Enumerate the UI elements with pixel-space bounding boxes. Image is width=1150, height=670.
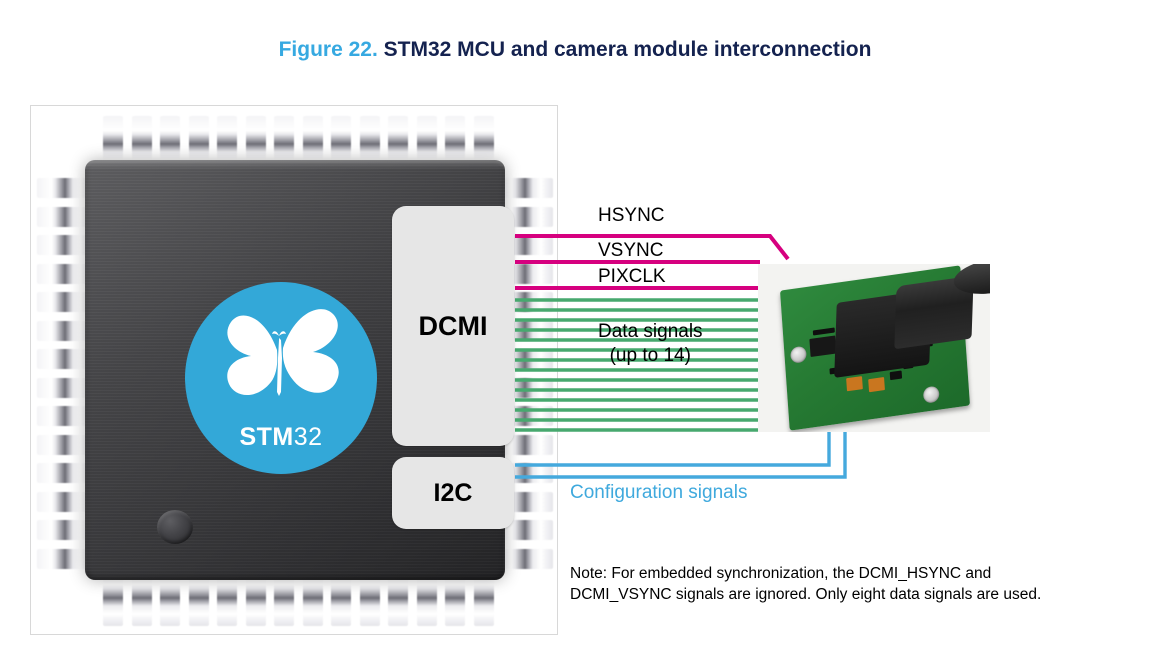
data-signal-wires — [515, 298, 759, 432]
page-title: Figure 22. STM32 MCU and camera module i… — [0, 38, 1150, 62]
camera-module-photo — [758, 264, 990, 432]
pixclk-label: PIXCLK — [598, 266, 666, 287]
dcmi-peripheral-block[interactable]: DCMI — [392, 206, 514, 446]
pcb-mount-hole — [789, 345, 807, 364]
camera-lens-housing — [834, 264, 990, 378]
stm32-wordmark: STM32 — [239, 423, 322, 452]
pcb-capacitor — [868, 377, 885, 393]
note-line-2: DCMI_VSYNC signals are ignored. Only eig… — [570, 586, 1042, 603]
data-signals-label-line2: (up to 14) — [609, 345, 691, 366]
pin1-dimple — [157, 510, 193, 544]
i2c-peripheral-block[interactable]: I2C — [392, 457, 514, 529]
butterfly-icon — [227, 309, 339, 396]
config-signals-label: Configuration signals — [570, 482, 748, 503]
camera-lens-ring — [953, 264, 990, 299]
pcb-component — [889, 370, 903, 381]
config-signal-wires — [515, 431, 847, 479]
note-line-1: Note: For embedded synchronization, the … — [570, 565, 992, 582]
mcu-pins-bottom — [103, 570, 502, 626]
data-signals-label: Data signals (up to 14) — [598, 320, 703, 368]
pcb-ic — [809, 335, 837, 358]
stm32-wordmark-light: 32 — [293, 423, 323, 451]
mcu-pins-left — [37, 178, 93, 577]
wire-hsync — [515, 234, 790, 261]
vsync-label: VSYNC — [598, 240, 664, 261]
pcb-capacitor — [846, 376, 863, 392]
hsync-label: HSYNC — [598, 205, 665, 226]
data-signals-label-line1: Data signals — [598, 321, 703, 342]
pcb-component — [812, 327, 835, 336]
camera-lens-barrel — [894, 264, 990, 350]
mcu-pins-top — [103, 116, 502, 172]
pcb-mount-hole — [922, 385, 940, 404]
note-text: Note: For embedded synchronization, the … — [570, 563, 1130, 605]
dcmi-label: DCMI — [418, 310, 488, 341]
camera-pcb — [779, 264, 990, 431]
stm32-logo: STM32 — [185, 282, 377, 474]
i2c-label: I2C — [433, 478, 473, 507]
stm32-wordmark-bold: STM — [239, 423, 294, 451]
figure-caption: STM32 MCU and camera module interconnect… — [383, 38, 872, 61]
sync-signal-wires — [515, 234, 790, 290]
figure-number: Figure 22. — [278, 38, 378, 61]
